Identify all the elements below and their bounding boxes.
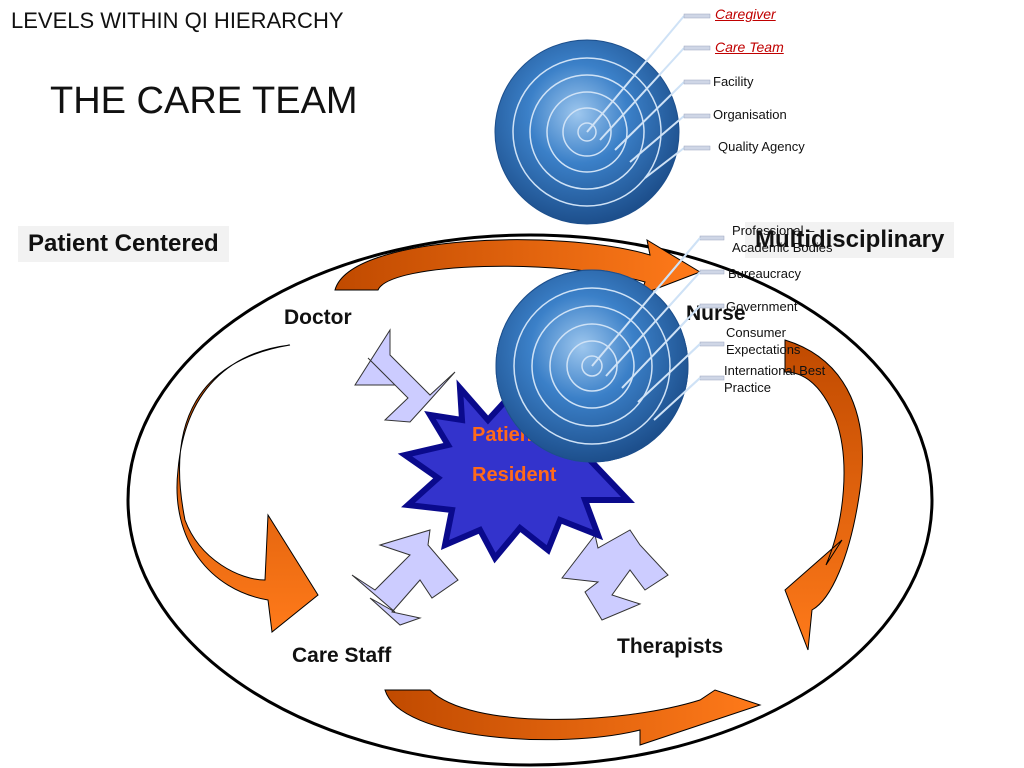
target-mid-item-government: Government <box>726 299 798 314</box>
role-care-staff: Care Staff <box>292 644 392 667</box>
target-top-icon <box>494 13 711 225</box>
cycle-arrow-right <box>784 339 863 651</box>
double-arrow-care-staff <box>351 529 459 626</box>
cycle-arrow-left <box>176 344 319 633</box>
target-mid-item-professional-line1: Professional – <box>732 223 815 238</box>
subtitle: LEVELS WITHIN QI HIERARCHY <box>11 8 344 33</box>
target-top-item-organisation: Organisation <box>713 107 787 122</box>
target-top-item-quality-agency: Quality Agency <box>718 139 805 154</box>
target-mid-item-bureaucracy: Bureaucracy <box>728 266 801 281</box>
target-top-item-facility: Facility <box>713 74 754 89</box>
target-mid-item-professional: Professional – Academic Bodies <box>732 222 832 256</box>
target-mid-item-consumer-line1: Consumer <box>726 325 786 340</box>
double-arrow-therapists <box>561 529 669 621</box>
patient-centered-label: Patient Centered <box>18 226 229 262</box>
target-top-item-caregiver[interactable]: Caregiver <box>715 6 776 22</box>
target-mid-item-consumer: Consumer Expectations <box>726 324 800 358</box>
multidisciplinary-label: Multidisciplinary <box>745 222 955 258</box>
target-mid-item-international: International Best Practice <box>724 362 825 396</box>
role-therapists: Therapists <box>617 635 724 658</box>
target-mid-item-international-line1: International Best <box>724 363 826 378</box>
role-doctor: Doctor <box>284 306 352 329</box>
center-text-patient: Patient <box>472 424 539 446</box>
cycle-arrow-bottom <box>384 689 762 746</box>
target-mid-item-international-line2: Practice <box>724 380 771 395</box>
role-nurse: Nurse <box>686 302 746 325</box>
target-top-item-care-team[interactable]: Care Team <box>715 39 784 55</box>
target-mid-item-consumer-line2: Expectations <box>726 342 801 357</box>
target-mid-item-professional-line2: Academic Bodies <box>732 240 833 255</box>
page-title: THE CARE TEAM <box>50 80 358 122</box>
double-arrow-doctor <box>354 328 456 423</box>
center-text-resident: Resident <box>472 464 557 486</box>
